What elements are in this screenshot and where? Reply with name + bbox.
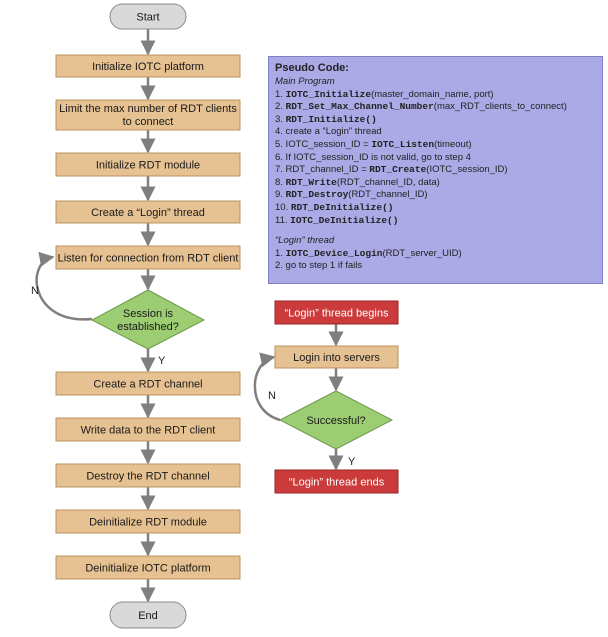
pseudo-code-line: 2. RDT_Set_Max_Channel_Number(max_RDT_cl… [275, 101, 596, 114]
decision-label: Successful? [306, 415, 365, 427]
end-terminal: End [109, 601, 187, 629]
main-program-heading: Main Program [275, 76, 335, 87]
text-token: 2. go to step 1 if fails [275, 260, 363, 272]
start-terminal: Start [109, 3, 187, 30]
pseudo-code-line: 1. IOTC_Initialize(master_domain_name, p… [275, 89, 596, 102]
code-token: RDT_DeInitialize() [290, 201, 394, 213]
pseudo-code-title: Pseudo Code: [275, 62, 349, 74]
step-label: Write data to the RDT client [81, 425, 216, 437]
text-token: 10. [275, 201, 291, 213]
text-token: 8. [275, 176, 286, 188]
pseudo-code-line: 7. RDT_channel_ID = RDT_Create(IOTC_sess… [275, 164, 596, 177]
pseudo-code-line: 9. RDT_Destroy(RDT_channel_ID) [275, 189, 596, 202]
text-token: 1. [275, 88, 286, 100]
step-label: Login into servers [293, 352, 380, 364]
text-token: 6. If IOTC_session_ID is not valid, go t… [275, 151, 471, 163]
main-flow: Start Initialize IOTC platform Limit the… [31, 3, 241, 629]
text-token: 3. [275, 113, 286, 125]
step-label: Deinitialize IOTC platform [85, 563, 210, 575]
step-label: Destroy the RDT channel [86, 471, 209, 483]
text-token: (master_domain_name, port) [371, 88, 494, 100]
decision-successful: Successful? [278, 390, 394, 450]
text-token: 7. RDT_channel_ID = [275, 164, 370, 176]
code-token: IOTC_DeInitialize() [290, 214, 399, 226]
text-token: 5. IOTC_session_ID = [275, 138, 372, 150]
yes-label: Y [158, 355, 166, 367]
main-program-lines: 1. IOTC_Initialize(master_domain_name, p… [275, 89, 596, 228]
step-label: Create a RDT channel [93, 379, 202, 391]
login-begin-label: “Login” thread begins [285, 308, 389, 320]
no-loop-connector [35, 252, 93, 321]
step-label: Create a “Login” thread [91, 207, 205, 219]
step-label-line1: Limit the max number of RDT clients [59, 103, 237, 115]
text-token: 2. [275, 101, 286, 113]
step-destroy-channel: Destroy the RDT channel [55, 463, 241, 488]
step-label: Initialize RDT module [96, 160, 200, 172]
no-loop-connector [253, 352, 281, 422]
login-thread-lines: 1. IOTC_Device_Login(RDT_server_UID)2. g… [275, 248, 596, 273]
step-deinitialize-iotc: Deinitialize IOTC platform [55, 555, 241, 580]
step-label-line2: to connect [123, 116, 174, 128]
code-token: RDT_Destroy [285, 189, 349, 201]
end-label: End [138, 610, 158, 622]
pseudo-code-line: 6. If IOTC_session_ID is not valid, go t… [275, 152, 596, 165]
step-initialize-iotc: Initialize IOTC platform [55, 54, 241, 78]
text-token: (RDT_channel_ID) [348, 189, 428, 201]
text-token: 9. [275, 189, 286, 201]
code-token: RDT_Create [369, 164, 427, 176]
main-connectors [35, 29, 156, 603]
code-token: RDT_Write [285, 176, 337, 188]
decision-label-line1: Session is [123, 308, 174, 320]
text-token: (IOTC_session_ID) [426, 164, 508, 176]
text-token: 1. [275, 247, 286, 259]
text-token: (max_RDT_clients_to_connect) [433, 101, 567, 113]
step-deinitialize-rdt: Deinitialize RDT module [55, 509, 241, 534]
pseudo-code-line: 11. IOTC_DeInitialize() [275, 215, 596, 228]
decision-label-line2: established? [117, 321, 179, 333]
decision-session-established: Session is established? [90, 289, 206, 350]
text-token: (timeout) [434, 138, 472, 150]
code-token: IOTC_Listen [371, 138, 435, 150]
step-write-data: Write data to the RDT client [55, 417, 241, 442]
pseudo-code-panel: Pseudo Code: Main Program 1. IOTC_Initia… [268, 56, 603, 284]
pseudo-code-line: 10. RDT_DeInitialize() [275, 202, 596, 215]
start-label: Start [136, 12, 159, 24]
login-end-label: “Login” thread ends [289, 477, 385, 489]
text-token: 11. [275, 214, 291, 226]
pseudo-code-line: 2. go to step 1 if fails [275, 260, 596, 273]
login-connectors [253, 324, 344, 471]
login-thread-begins: “Login” thread begins [274, 300, 399, 325]
no-label: N [268, 390, 276, 402]
step-label: Listen for connection from RDT client [58, 253, 239, 265]
code-token: IOTC_Initialize [285, 88, 372, 100]
step-label: Initialize IOTC platform [92, 61, 204, 73]
pseudo-code-line: 1. IOTC_Device_Login(RDT_server_UID) [275, 248, 596, 261]
step-listen: Listen for connection from RDT client [55, 245, 241, 270]
pseudo-code-line: 3. RDT_Initialize() [275, 114, 596, 127]
step-initialize-rdt: Initialize RDT module [55, 152, 241, 177]
code-token: IOTC_Device_Login [285, 247, 383, 259]
pseudo-code-line: 4. create a “Login” thread [275, 126, 596, 139]
step-create-channel: Create a RDT channel [55, 371, 241, 396]
step-limit-clients: Limit the max number of RDT clients to c… [55, 99, 241, 131]
text-token: (RDT_server_UID) [382, 247, 462, 259]
step-create-login-thread: Create a “Login” thread [55, 200, 241, 224]
text-token: (RDT_channel_ID, data) [336, 176, 440, 188]
text-token: 4. create a “Login” thread [275, 126, 382, 138]
no-label: N [31, 285, 39, 297]
yes-label: Y [348, 456, 356, 468]
login-flow: “Login” thread begins Login into servers… [253, 300, 399, 494]
pseudo-code-line: 5. IOTC_session_ID = IOTC_Listen(timeout… [275, 139, 596, 152]
step-label: Deinitialize RDT module [89, 517, 207, 529]
code-token: RDT_Initialize() [285, 113, 377, 125]
code-token: RDT_Set_Max_Channel_Number [285, 101, 434, 113]
step-login-servers: Login into servers [274, 345, 399, 369]
login-thread-ends: “Login” thread ends [274, 469, 399, 494]
pseudo-code-line: 8. RDT_Write(RDT_channel_ID, data) [275, 177, 596, 190]
login-thread-heading: “Login” thread [275, 235, 335, 247]
